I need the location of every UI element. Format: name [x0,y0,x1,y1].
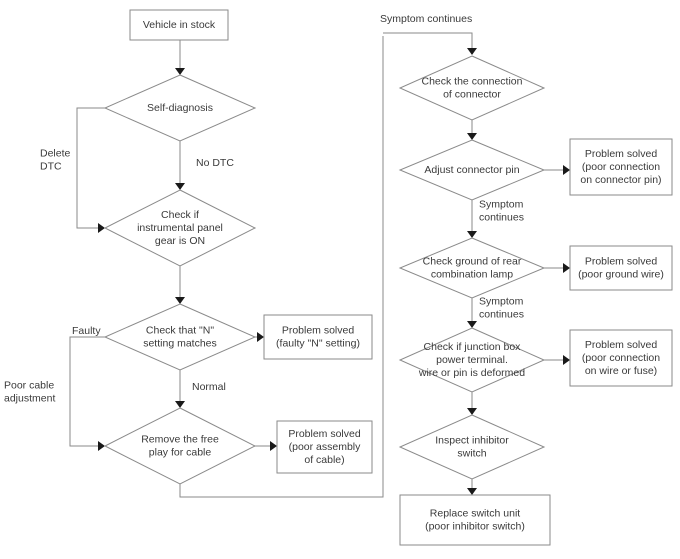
node-problem-solved-poor-connection-on-wire-or-fuse-shape [569,329,673,387]
node-check-connection-of-connector-shape [398,55,546,121]
connector-junction-box-to-problem-solved [544,355,570,365]
connector-ground-check-to-problem-solved [544,263,570,273]
connector-adjust-pin-symptom-continues-to-ground-check [467,200,477,238]
connector-check-panel-to-n-setting [175,266,185,304]
node-check-n-setting-matches-shape [103,303,257,371]
node-problem-solved-faulty-n-setting: Problem solved(faulty "N" setting) [263,314,373,360]
connector-remove-free-play-bottom-to-right-column [179,36,384,498]
node-vehicle-in-stock: Vehicle in stock [129,9,229,41]
connector-n-setting-normal-to-remove-free-play-arrowhead [175,401,185,408]
connector-symptom-continues-to-check-connection [383,32,477,55]
connector-adjust-pin-symptom-continues-to-ground-check-arrowhead [467,231,477,238]
node-inspect-inhibitor-switch-shape [398,414,546,480]
node-replace-switch-unit-label: Replace switch unit(poor inhibitor switc… [425,507,525,532]
connector-vehicle-to-self-diagnosis [175,40,185,75]
node-adjust-connector-pin: Adjust connector pin [398,139,546,201]
connector-delete-dtc-loop-arrowhead [98,223,105,233]
connector-check-connection-to-adjust-pin [467,120,477,140]
node-vehicle-in-stock-label: Vehicle in stock [143,19,216,31]
node-replace-switch-unit: Replace switch unit(poor inhibitor switc… [399,494,551,546]
connector-symptom-continues-to-check-connection-arrowhead [467,48,477,55]
node-adjust-connector-pin-label: Adjust connector pin [424,164,519,176]
node-remove-free-play-for-cable-shape [103,407,257,485]
node-problem-solved-faulty-n-setting-label: Problem solved(faulty "N" setting) [276,324,360,349]
connector-ground-check-to-problem-solved-arrowhead [563,263,570,273]
connector-self-diagnosis-no-dtc [175,141,185,190]
node-problem-solved-poor-ground-wire: Problem solved(poor ground wire) [569,245,673,291]
connector-ground-check-symptom-continues-to-junction-box [467,298,477,328]
connector-junction-box-to-inspect-inhibitor-switch [467,392,477,415]
node-check-ground-of-rear-combination-lamp-shape [398,237,546,299]
edge-label-no-dtc: No DTC [196,157,234,169]
connector-delete-dtc-loop [76,107,105,233]
connector-ground-check-symptom-continues-to-junction-box-arrowhead [467,321,477,328]
node-self-diagnosis-shape [103,74,257,142]
node-self-diagnosis: Self-diagnosis [103,74,257,142]
node-problem-solved-poor-connection-on-connector-pin-shape [569,138,673,196]
connector-check-panel-to-n-setting-arrowhead [175,297,185,304]
connector-inspect-switch-to-replace-switch-unit [467,479,477,495]
node-check-junction-box-power-terminal-shape [398,327,546,393]
edge-label-symptom-continues-top: Symptom continues [380,13,472,25]
connector-n-setting-to-problem-solved [255,332,264,342]
connector-inspect-switch-to-replace-switch-unit-arrowhead [467,488,477,495]
node-problem-solved-poor-ground-wire-label: Problem solved(poor ground wire) [578,255,664,280]
connector-vehicle-to-self-diagnosis-arrowhead [175,68,185,75]
connector-adjust-pin-to-problem-solved-arrowhead [563,165,570,175]
connector-self-diagnosis-no-dtc-arrowhead [175,183,185,190]
node-problem-solved-poor-assembly-of-cable-shape [276,420,373,474]
node-adjust-connector-pin-shape [398,139,546,201]
node-check-instrumental-panel-gear-shape [103,189,257,267]
connector-faulty-poor-cable-adjustment-loop [69,336,105,451]
node-self-diagnosis-label: Self-diagnosis [147,102,213,114]
connector-check-connection-to-adjust-pin-arrowhead [467,133,477,140]
edge-label-normal: Normal [192,381,226,393]
edge-label-faulty: Faulty [72,325,101,337]
connector-junction-box-to-inspect-inhibitor-switch-arrowhead [467,408,477,415]
connector-layer [69,32,570,498]
node-vehicle-in-stock-shape [129,9,229,41]
connector-adjust-pin-to-problem-solved [544,165,570,175]
connector-n-setting-to-problem-solved-arrowhead [257,332,264,342]
connector-remove-free-play-to-problem-solved-arrowhead [270,441,277,451]
connector-n-setting-normal-to-remove-free-play [175,370,185,408]
connector-junction-box-to-problem-solved-arrowhead [563,355,570,365]
node-problem-solved-faulty-n-setting-shape [263,314,373,360]
connector-remove-free-play-to-problem-solved [255,441,277,451]
node-problem-solved-poor-ground-wire-shape [569,245,673,291]
node-replace-switch-unit-shape [399,494,551,546]
node-check-n-setting-matches-label: Check that "N"setting matches [143,324,217,349]
connector-faulty-poor-cable-adjustment-loop-arrowhead [98,441,105,451]
node-check-n-setting-matches: Check that "N"setting matches [103,303,257,371]
